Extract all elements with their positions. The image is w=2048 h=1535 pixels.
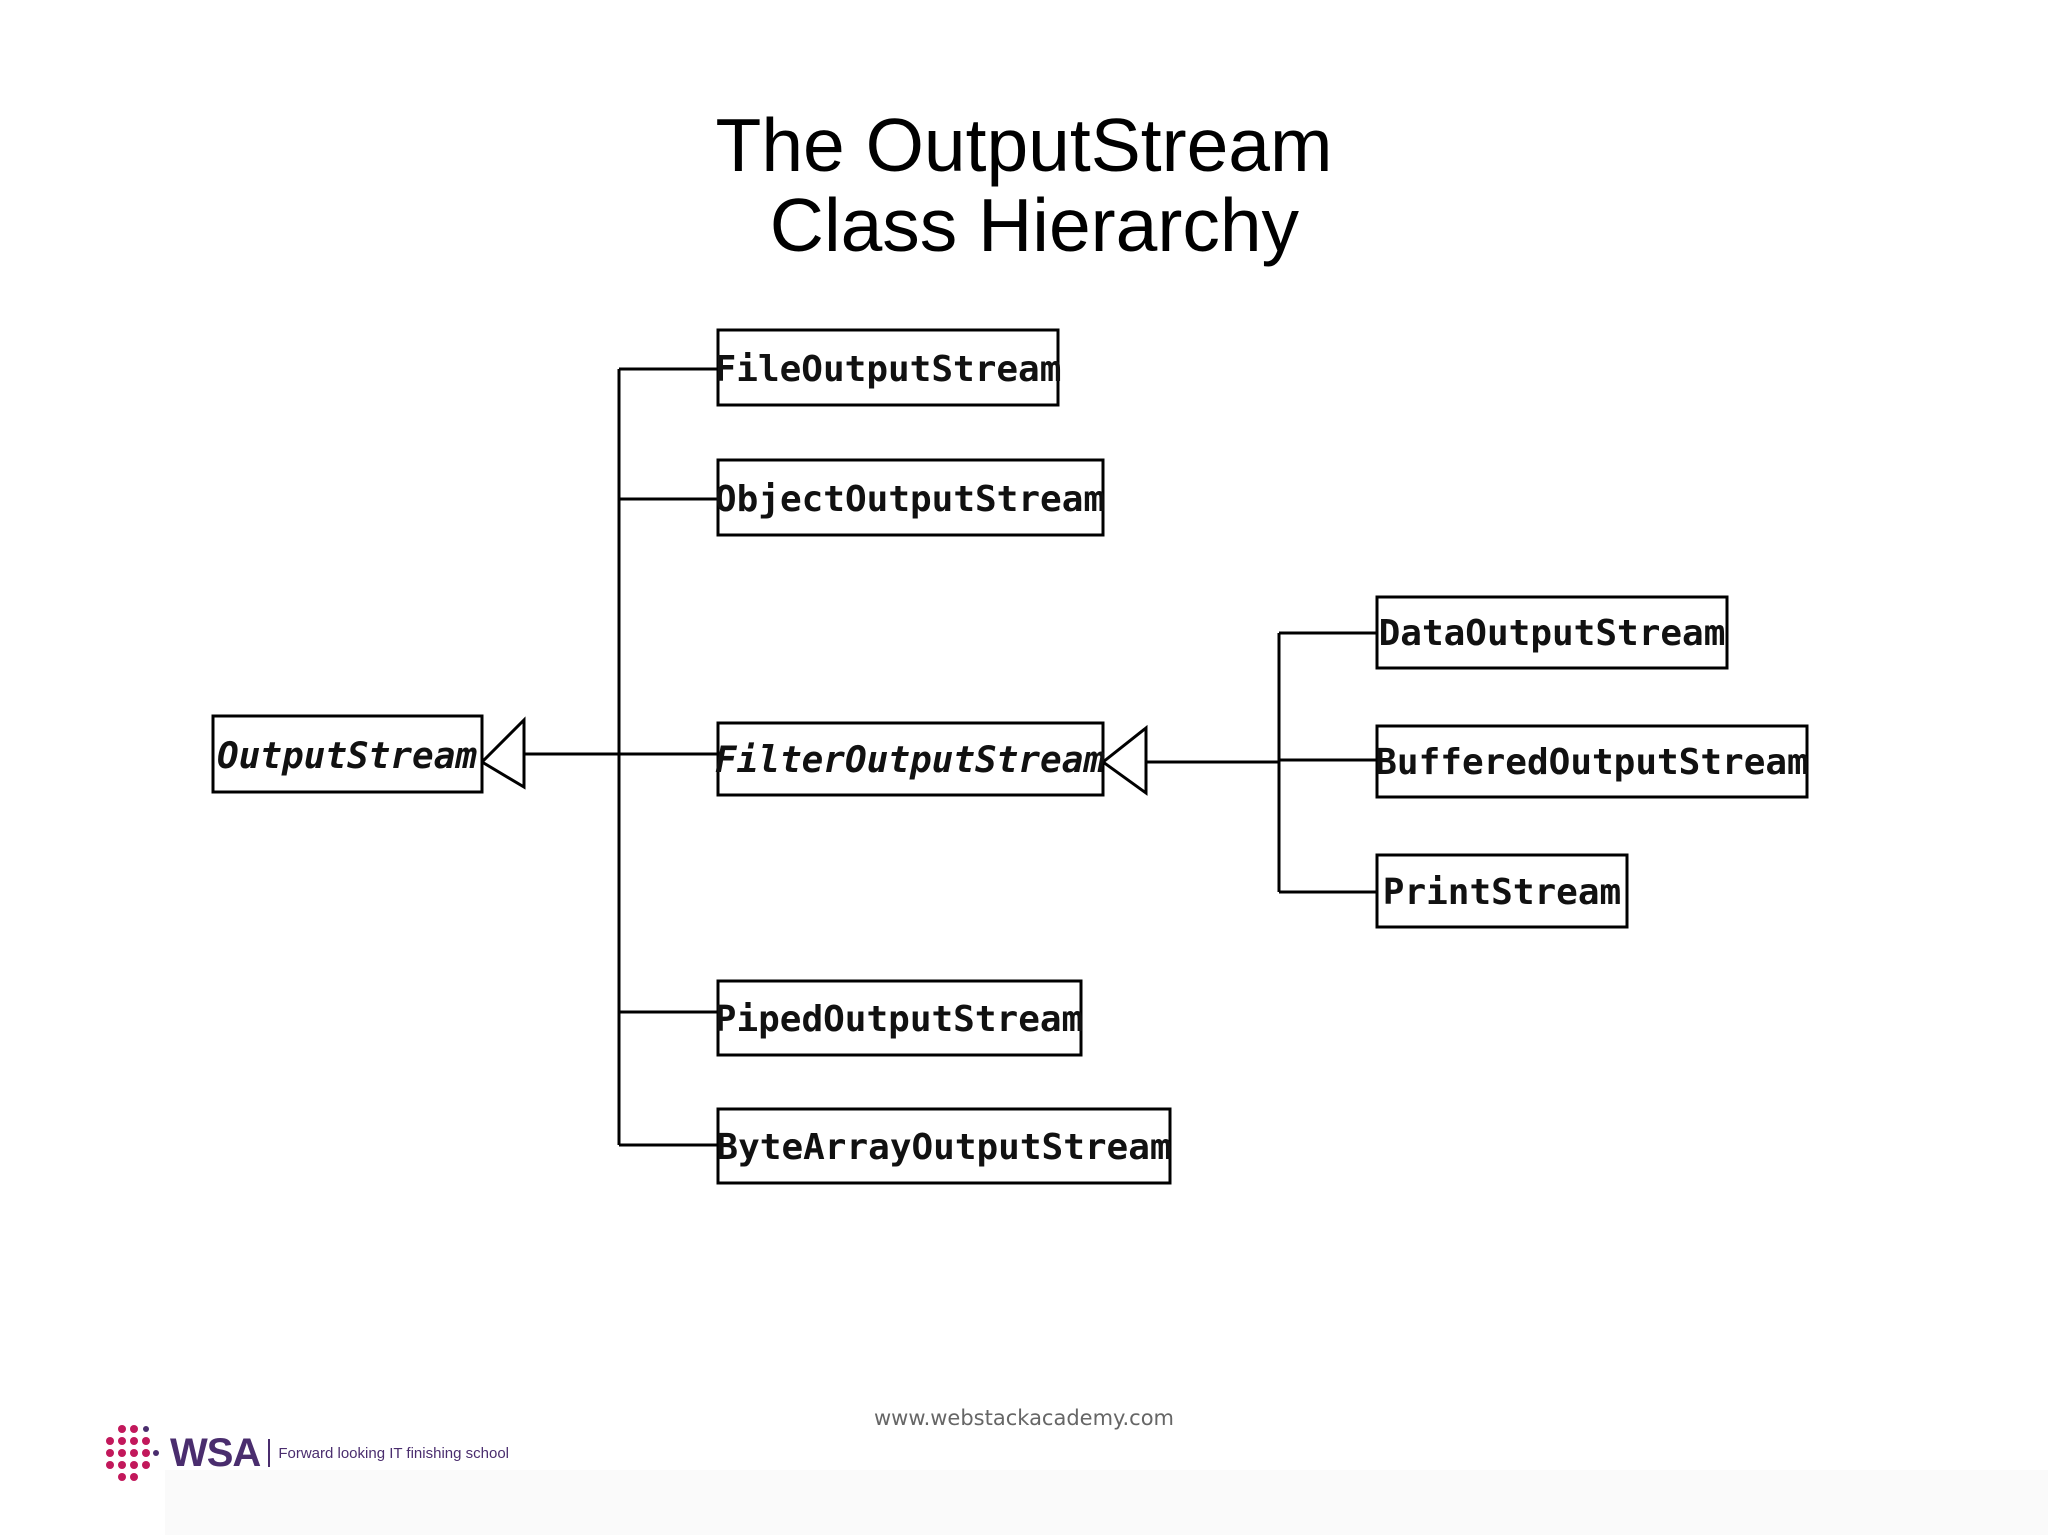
title-line-1: The OutputStream: [715, 103, 1333, 187]
inheritance-arrow-filteroutputstream: [1100, 724, 1148, 796]
node-objectoutputstream: ObjectOutputStream: [715, 458, 1105, 537]
footer-url: www.webstackacademy.com: [873, 1406, 1175, 1430]
footer-band: [165, 1470, 2048, 1535]
logo-separator: [268, 1439, 271, 1467]
node-label-printstream: PrintStream: [1383, 872, 1621, 913]
wsa-dots-icon: [106, 1425, 159, 1481]
node-printstream: PrintStream: [1375, 853, 1629, 929]
node-label-bytearrayoutputstream: ByteArrayOutputStream: [716, 1127, 1171, 1168]
node-label-bufferedoutputstream: BufferedOutputStream: [1375, 742, 1808, 783]
wsa-brand: WSA: [170, 1430, 261, 1475]
node-filteroutputstream: FilterOutputStream: [715, 721, 1105, 797]
connector-lines: [479, 367, 1377, 1147]
node-label-filteroutputstream: FilterOutputStream: [715, 740, 1105, 781]
node-label-objectoutputstream: ObjectOutputStream: [715, 479, 1105, 520]
node-label-pipedoutputstream: PipedOutputStream: [715, 999, 1083, 1040]
node-label-dataoutputstream: DataOutputStream: [1379, 613, 1726, 654]
title-line-2: Class Hierarchy: [748, 183, 1300, 267]
node-bufferedoutputstream: BufferedOutputStream: [1375, 724, 1809, 799]
node-label-fileoutputstream: FileOutputStream: [715, 349, 1062, 390]
node-outputstream: OutputStream: [211, 714, 484, 794]
inheritance-arrow-outputstream: [479, 716, 526, 790]
node-pipedoutputstream: PipedOutputStream: [715, 979, 1083, 1057]
node-label-outputstream: OutputStream: [217, 736, 477, 777]
wsa-tagline: Forward looking IT finishing school: [278, 1444, 509, 1462]
wsa-logo: WSA Forward looking IT finishing school: [102, 1424, 509, 1482]
slide-title: The OutputStream Class Hierarchy: [0, 105, 2048, 265]
node-dataoutputstream: DataOutputStream: [1375, 595, 1729, 670]
node-bytearrayoutputstream: ByteArrayOutputStream: [716, 1107, 1172, 1185]
node-fileoutputstream: FileOutputStream: [715, 328, 1062, 407]
